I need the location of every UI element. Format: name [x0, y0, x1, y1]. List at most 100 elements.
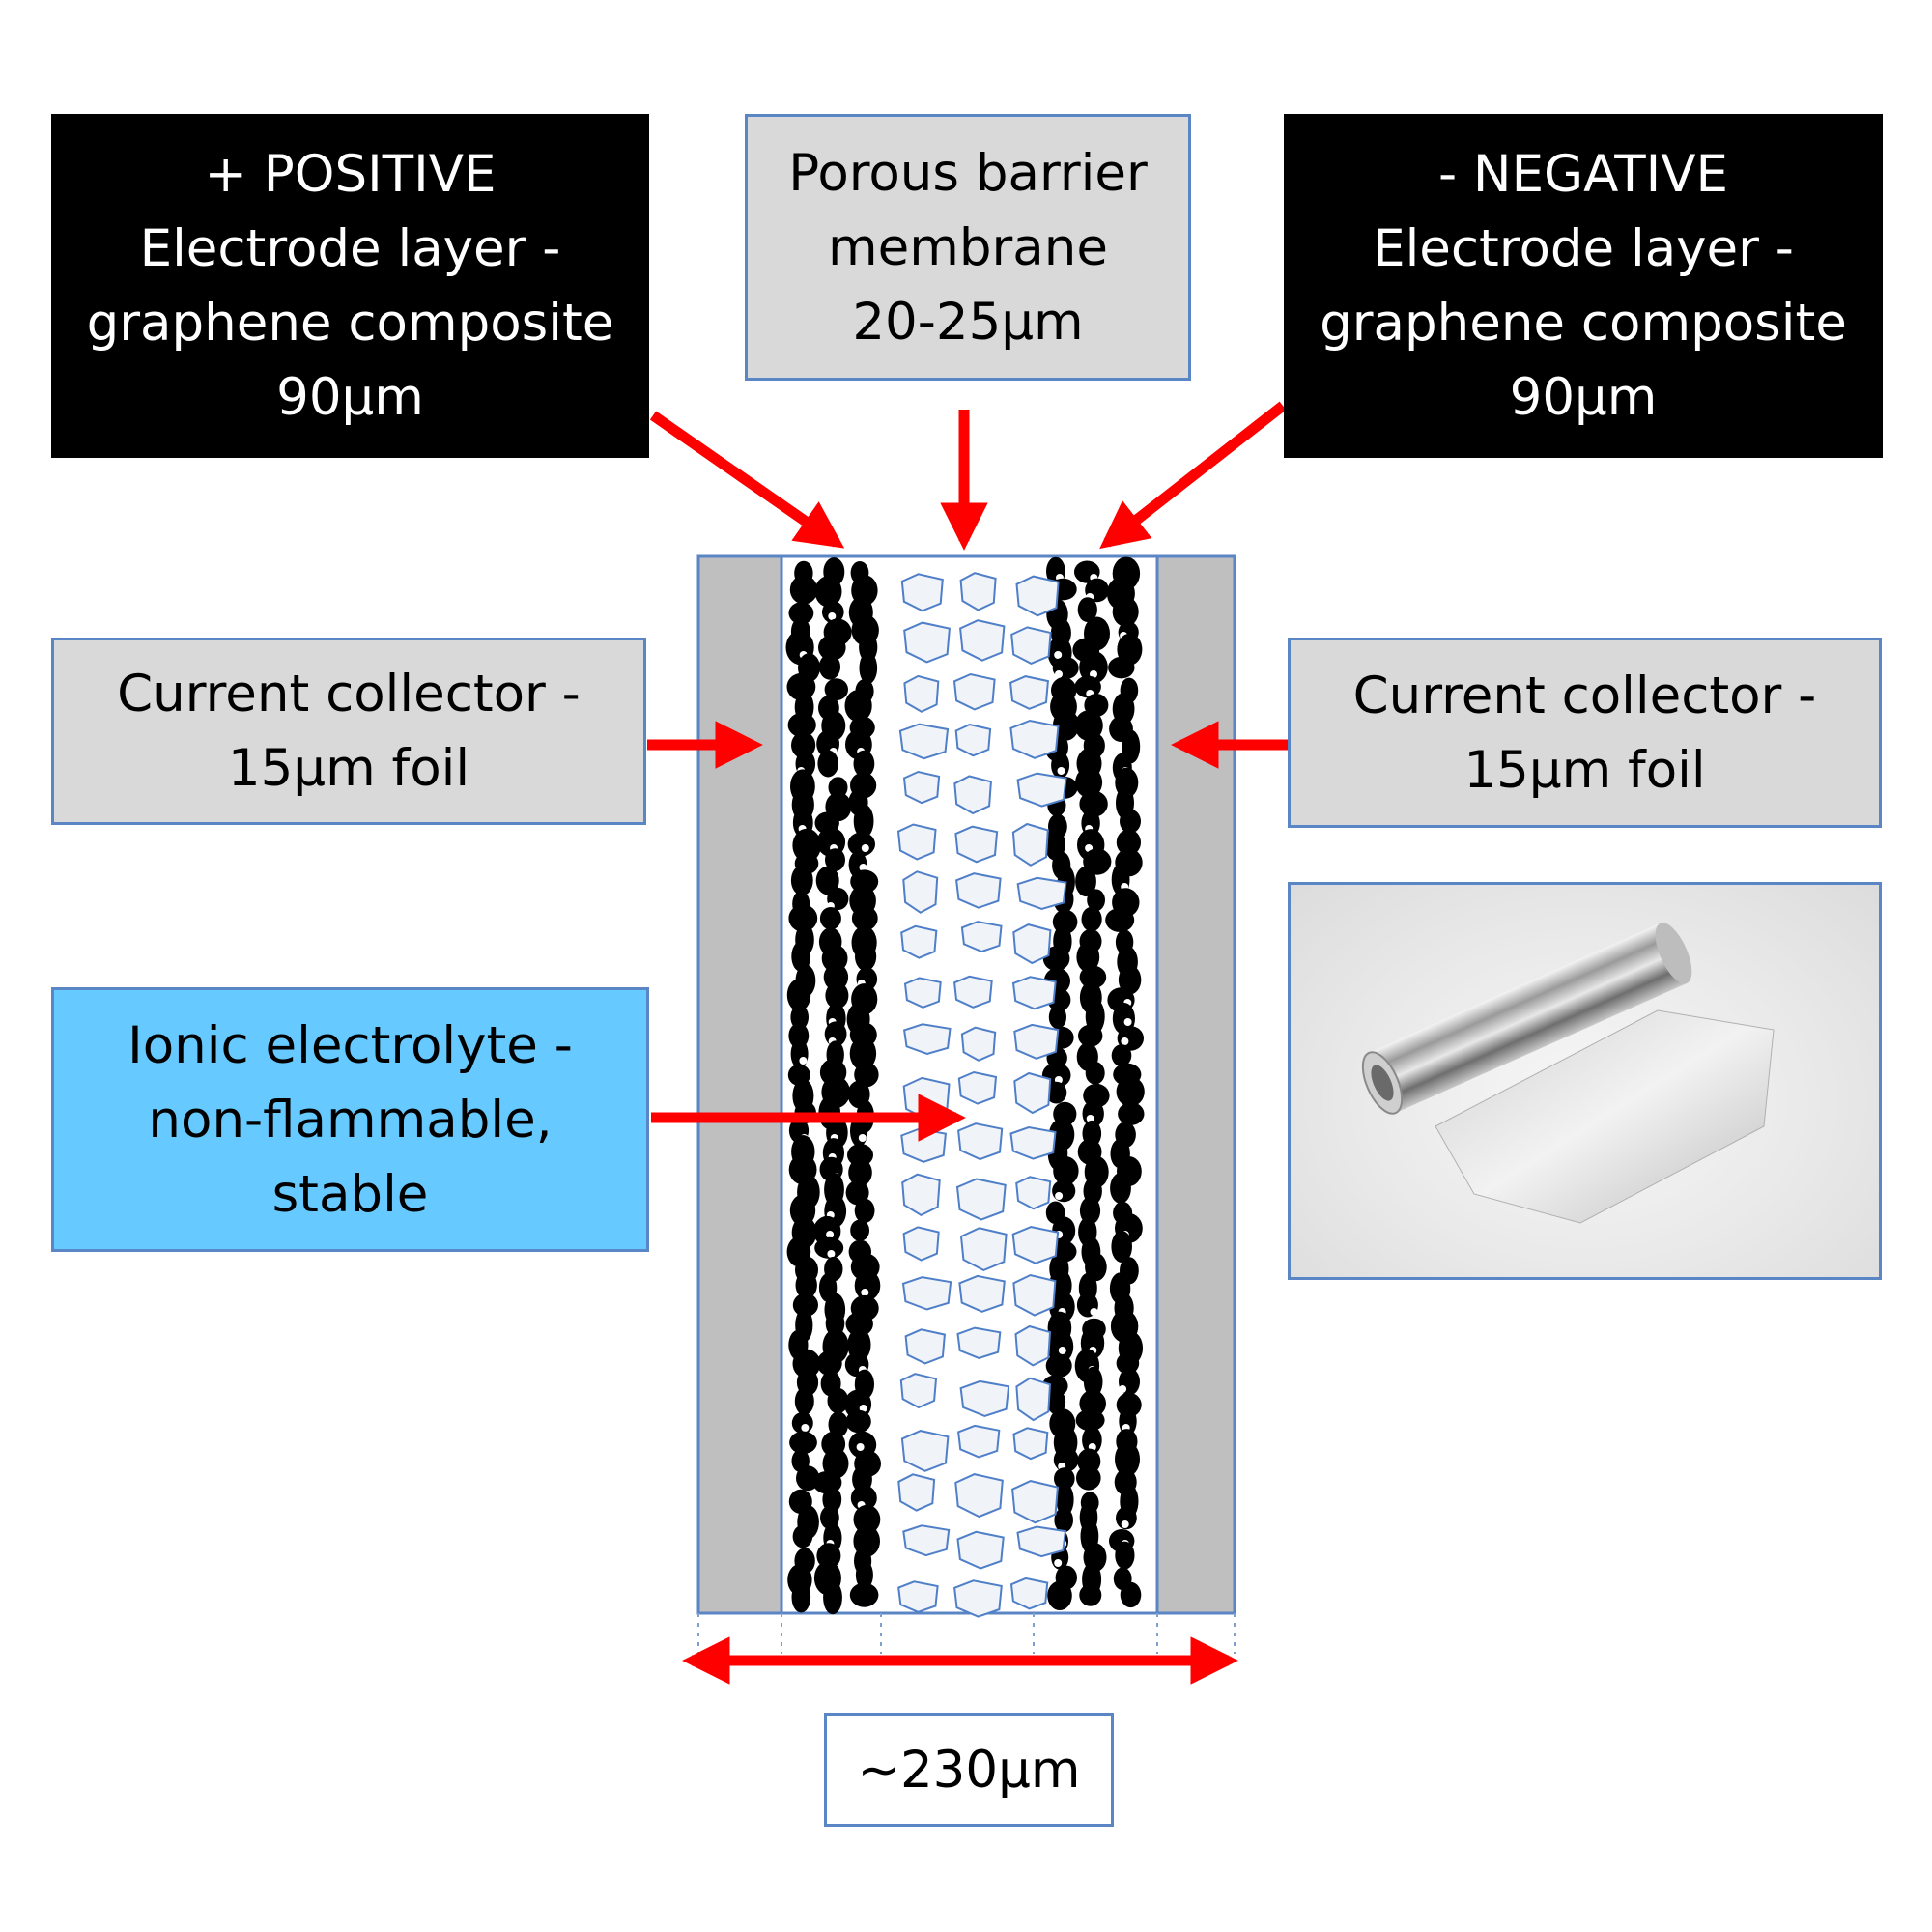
membrane-pore-particle — [903, 977, 942, 1009]
membrane-line-2: membrane — [828, 217, 1108, 277]
electrode-particle — [1079, 650, 1108, 684]
membrane-pore-particle — [1013, 1071, 1052, 1115]
electrode-particle — [792, 1349, 821, 1379]
membrane-pore-particle — [898, 723, 950, 760]
electrode-particle — [825, 848, 845, 871]
membrane-pore-particle — [899, 1373, 938, 1409]
electrode-pore — [856, 1443, 865, 1451]
positive-line-3: graphene composite — [86, 294, 614, 353]
membrane-pore-particle — [900, 924, 938, 959]
electrode-particle — [1116, 829, 1141, 856]
electrode-particle — [1079, 1196, 1101, 1225]
dimension-guides — [697, 1613, 1236, 1654]
membrane-pore-particle — [1011, 1226, 1060, 1264]
electrode-particle — [790, 1038, 809, 1069]
current-collector-left-label: Current collector - 15µm foil — [51, 638, 646, 825]
membrane-pore-particle — [955, 872, 1002, 909]
electrode-pore — [1119, 1385, 1127, 1393]
electrode-particle — [1116, 1076, 1145, 1107]
electrode-particle — [859, 652, 878, 685]
electrode-particle — [1045, 1353, 1072, 1378]
electrode-particle — [845, 1312, 873, 1337]
electrode-pore — [861, 1289, 869, 1296]
electrode-particle — [848, 1158, 872, 1187]
negative-pointer-arrow — [1099, 401, 1287, 550]
membrane-pore-particle — [1009, 1125, 1057, 1160]
membrane-pore-particle — [901, 1276, 952, 1311]
membrane-pore-particle — [1016, 772, 1067, 808]
electrode-particle — [794, 1387, 814, 1415]
electrode-particle — [1112, 596, 1139, 627]
electrode-particle — [822, 601, 844, 624]
membrane-pore-particle — [901, 1173, 941, 1217]
membrane-pore-particle — [903, 621, 951, 664]
positive-electrode-layer — [785, 557, 881, 1615]
electrode-particle — [1046, 1329, 1074, 1364]
electrode-particle — [1079, 965, 1107, 989]
electrode-particle — [855, 1560, 873, 1590]
positive-title: + POSITIVE — [204, 145, 497, 204]
membrane-line-1: Porous barrier — [788, 143, 1148, 203]
electrode-pore — [801, 1424, 810, 1432]
electrode-particle — [817, 750, 838, 778]
membrane-pore-particle — [1011, 822, 1049, 867]
electrode-particle — [822, 1486, 842, 1513]
electrode-particle — [822, 1448, 849, 1479]
electrode-particle — [823, 1580, 842, 1615]
negative-electrode-layer — [1041, 556, 1145, 1611]
electrode-pore — [1058, 1347, 1066, 1354]
electrode-particle — [845, 1409, 871, 1434]
electrode-particle — [854, 1198, 875, 1224]
negative-title: - NEGATIVE — [1437, 145, 1729, 204]
membrane-pore-particle — [900, 1430, 950, 1472]
electrode-pore — [1121, 1520, 1129, 1528]
electrode-particle — [1105, 907, 1135, 932]
electrode-particle — [1082, 1426, 1102, 1455]
electrode-particle — [1053, 1156, 1079, 1185]
electrode-pore — [859, 864, 867, 871]
electrode-pore — [828, 612, 837, 620]
membrane-pore-particle — [1014, 1324, 1052, 1367]
electrode-particle — [1077, 597, 1097, 622]
membrane-pore-particle — [904, 1328, 946, 1365]
electrode-particle — [788, 602, 814, 625]
membrane-pore-particle — [960, 1026, 997, 1062]
electrode-particle — [850, 1219, 869, 1241]
electrode-pore — [1121, 1037, 1129, 1045]
electrode-particle — [792, 828, 821, 863]
electrode-particle — [1116, 1351, 1140, 1375]
electrode-particle — [1081, 906, 1102, 932]
membrane-pore-particle — [956, 1530, 1005, 1570]
electrode-particle — [828, 1411, 849, 1437]
electrode-particle — [818, 635, 846, 661]
electrode-particle — [791, 941, 811, 972]
electrode-particle — [790, 1005, 809, 1030]
membrane-pore-particle — [903, 674, 940, 713]
membrane-pore-particle — [954, 825, 999, 864]
membrane-pore-particle — [960, 921, 1003, 953]
membrane-pore-particle — [954, 723, 992, 757]
electrode-particle — [851, 905, 878, 931]
electrode-particle — [1115, 1441, 1140, 1477]
porous-membrane-layer — [896, 572, 1067, 1618]
membrane-pore-particle — [958, 1274, 1006, 1313]
membrane-pore-particle — [902, 770, 941, 805]
electrode-particle — [853, 750, 875, 778]
electrode-particle — [1048, 1005, 1066, 1030]
electrolyte-line-2: non-flammable, — [148, 1090, 553, 1150]
electrode-particle — [1111, 1231, 1132, 1263]
electrode-particle — [818, 653, 841, 680]
current-collector-right-layer — [1155, 554, 1236, 1615]
membrane-pore-particle — [1009, 1577, 1049, 1610]
negative-electrode-label: - NEGATIVE Electrode layer - graphene co… — [1284, 114, 1883, 458]
negative-thickness: 90µm — [1509, 368, 1658, 427]
electrolyte-line-3: stable — [271, 1164, 429, 1224]
electrode-particle — [791, 1581, 811, 1613]
electrode-pore — [1090, 1308, 1098, 1316]
electrode-particle — [828, 777, 848, 799]
membrane-pore-particle — [955, 1178, 1007, 1221]
electrode-particle — [1052, 1179, 1076, 1203]
electrode-particle — [1118, 1102, 1145, 1125]
negative-line-2: Electrode layer - — [1373, 219, 1794, 278]
electrode-particle — [1115, 1541, 1135, 1570]
